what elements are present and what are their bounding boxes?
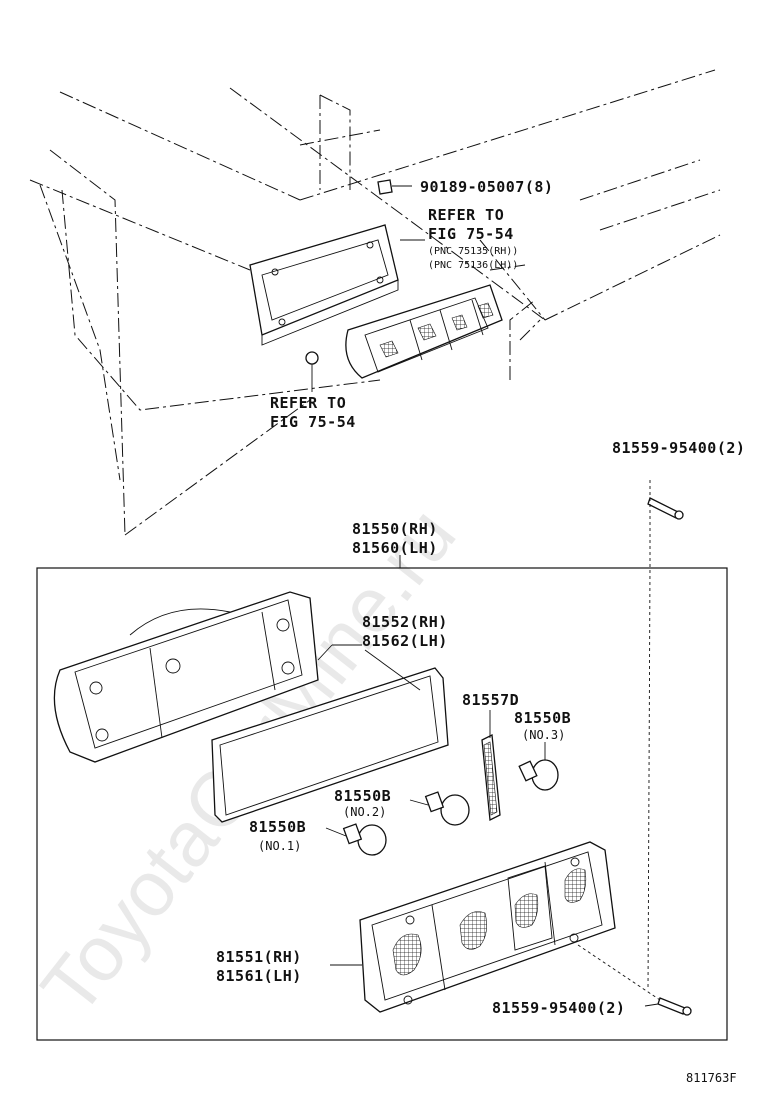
callout-refer-bottom-1: REFER TO	[270, 394, 346, 412]
bulb-no2	[424, 791, 470, 826]
callout-pnc-rh: (PNC 75135(RH))	[428, 246, 518, 257]
callout-gasket-rh: 81552(RH)	[362, 613, 448, 631]
leader-lines	[317, 239, 659, 1007]
callout-bulb-no1-part: 81550B	[249, 818, 306, 836]
callout-bulb-no1-qual: (NO.1)	[258, 839, 301, 853]
lamp-lens	[359, 841, 616, 1013]
callout-bulb-no3-qual: (NO.3)	[522, 728, 565, 742]
bulb-no1	[342, 823, 387, 856]
callout-bulb-no2-part: 81550B	[334, 787, 391, 805]
callout-clip: 90189-05007(8)	[420, 178, 553, 196]
callout-refer-bottom-2: FIG 75-54	[270, 413, 356, 431]
callout-refer-top-1: REFER TO	[428, 206, 504, 224]
mounting-bracket	[249, 224, 399, 346]
lamp-housing	[53, 591, 319, 763]
callout-lens-rh: 81551(RH)	[216, 948, 302, 966]
callout-gasket-lh: 81562(LH)	[362, 632, 448, 650]
bulb-no3	[518, 759, 559, 791]
callout-screw-top: 81559-95400(2)	[612, 439, 745, 457]
screw-top	[647, 497, 684, 520]
callout-bulb-no3-part: 81550B	[514, 709, 571, 727]
screw-bottom-leader	[577, 944, 661, 1001]
callout-pnc-lh: (PNC 75136(LH))	[428, 260, 518, 271]
screw-leader-line	[647, 480, 651, 991]
vehicle-body-outline	[29, 69, 721, 536]
callout-lens-lh: 81561(LH)	[216, 967, 302, 985]
exploded-view-frame	[36, 567, 728, 1041]
gasket	[211, 667, 449, 823]
assembled-lamp-top	[345, 284, 503, 379]
callout-81557d: 81557D	[462, 691, 519, 709]
callout-screw-bottom: 81559-95400(2)	[492, 999, 625, 1017]
callout-assy-rh: 81550(RH)	[352, 520, 438, 538]
callout-assy-lh: 81560(LH)	[352, 539, 438, 557]
reflector-strip	[481, 733, 501, 822]
bracket-bolt	[305, 351, 319, 392]
clip-90189	[377, 179, 412, 195]
screw-bottom	[657, 997, 692, 1016]
callout-refer-top-2: FIG 75-54	[428, 225, 514, 243]
callout-bulb-no2-qual: (NO.2)	[343, 805, 386, 819]
figure-id: 811763F	[686, 1071, 737, 1085]
